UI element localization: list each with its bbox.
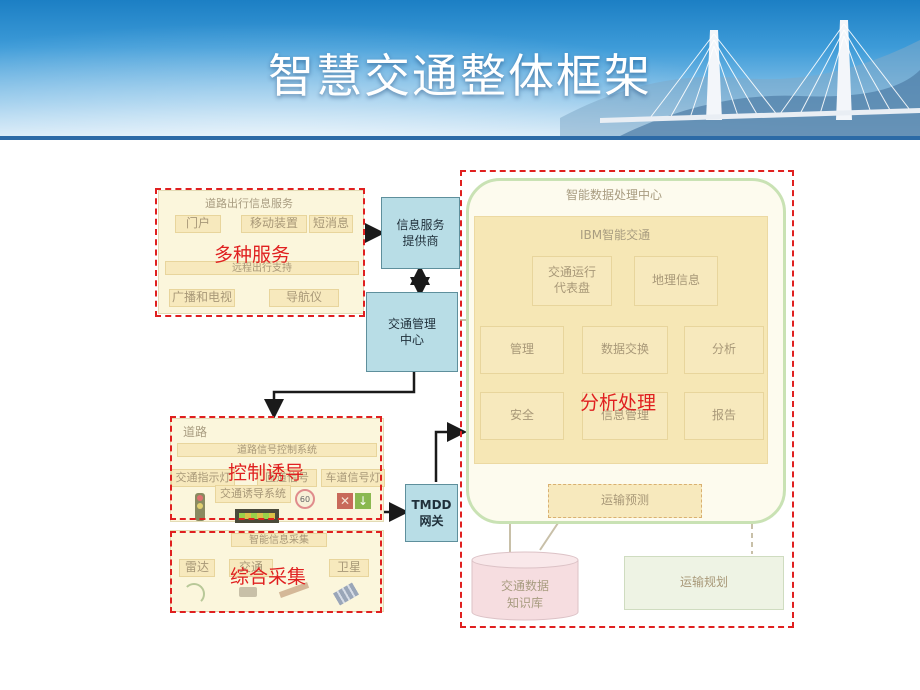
- lane-signal-box: 车道信号灯: [321, 469, 385, 487]
- camera-icon: [239, 587, 257, 597]
- bridge-illustration: [560, 20, 920, 136]
- header-divider: [0, 136, 920, 140]
- service-broadcast: 广播和电视: [169, 289, 235, 307]
- service-navigator: 导航仪: [269, 289, 339, 307]
- collection-overlay-label: 综合采集: [230, 566, 307, 588]
- guidance-system-box: 交通诱导系统: [215, 485, 291, 503]
- title-banner: 智慧交通整体框架: [0, 0, 920, 136]
- report-box: 报告: [684, 392, 764, 440]
- control-overlay-label: 控制诱导: [228, 462, 305, 484]
- transport-planning-box: 运输规划: [624, 556, 784, 610]
- collection-panel: 智能信息采集 雷达 交通 卫星: [170, 530, 384, 612]
- tmdd-gateway: TMDD 网关: [405, 484, 458, 542]
- road-panel: 道路 道路信号控制系统 交通指示灯 匝道信号 车道信号灯 交通诱导系统 60 ✕…: [170, 418, 385, 523]
- services-overlay-label: 多种服务: [214, 244, 291, 266]
- services-panel: 道路出行信息服务 门户 移动装置 短消息 远程出行支持 广播和电视 导航仪: [158, 190, 364, 314]
- geo-info-box: 地理信息: [634, 256, 718, 306]
- ibm-heading: IBM智能交通: [580, 228, 651, 242]
- collection-heading: 智能信息采集: [231, 533, 327, 547]
- processing-center-heading: 智能数据处理中心: [566, 188, 663, 202]
- traffic-sensor-box: 交通: [229, 559, 273, 577]
- collection-frame: [170, 531, 382, 613]
- management-box: 管理: [480, 326, 564, 374]
- satellite-box: 卫星: [329, 559, 369, 577]
- traffic-light-icon: [195, 493, 205, 521]
- traffic-dashboard-box: 交通运行 代表盘: [532, 256, 612, 306]
- knowledge-base-label: 交通数据 知识库: [500, 579, 549, 610]
- lane-closed-icon: ✕: [337, 493, 353, 509]
- service-portal: 门户: [175, 215, 221, 233]
- speed-limit-icon: 60: [295, 489, 315, 509]
- service-mobile: 移动装置: [241, 215, 307, 233]
- analysis-overlay-label: 分析处理: [580, 392, 657, 414]
- services-heading: 道路出行信息服务: [205, 197, 293, 210]
- service-sms: 短消息: [309, 215, 353, 233]
- road-heading: 道路: [183, 425, 208, 439]
- transport-forecast-box: 运输预测: [548, 484, 702, 518]
- data-exchange-box: 数据交换: [582, 326, 668, 374]
- traffic-management-center: 交通管理 中心: [366, 292, 458, 372]
- signal-control-system: 道路信号控制系统: [177, 443, 377, 457]
- info-management-box: 信息管理: [582, 392, 668, 440]
- control-frame: [170, 416, 382, 520]
- knowledge-base-cylinder: [471, 551, 579, 621]
- services-frame: [155, 188, 365, 317]
- info-service-provider: 信息服务 提供商: [381, 197, 460, 269]
- page-title: 智慧交通整体框架: [268, 49, 652, 103]
- security-box: 安全: [480, 392, 564, 440]
- lane-open-icon: ↓: [355, 493, 371, 509]
- analysis-frame: [460, 170, 794, 628]
- radar-icon: [183, 583, 205, 605]
- radar-box: 雷达: [179, 559, 215, 577]
- remote-support-bar: 远程出行支持: [165, 261, 359, 275]
- analysis-box: 分析: [684, 326, 764, 374]
- traffic-light-box: 交通指示灯: [171, 469, 235, 487]
